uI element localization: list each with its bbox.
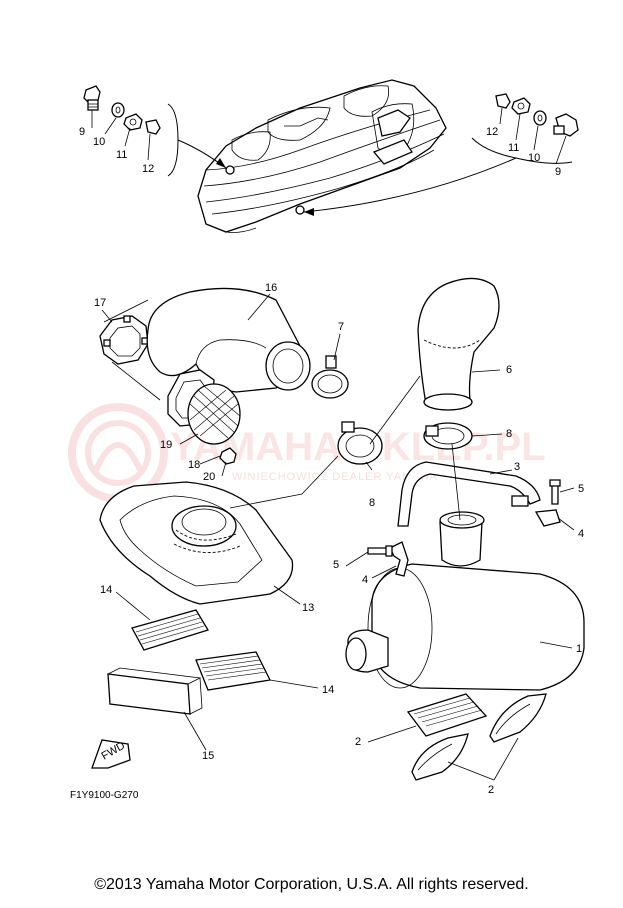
nut-right: [511, 97, 531, 115]
hose-clamp-7: [311, 355, 349, 399]
callout-14-bottom: 14: [322, 684, 334, 696]
callout-5-left: 5: [333, 559, 339, 571]
nut-left: [123, 113, 143, 131]
clip-right: [495, 93, 511, 109]
sponge-block: [107, 667, 203, 715]
callout-9-right: 9: [555, 166, 561, 178]
callout-17: 17: [94, 297, 106, 309]
fwd-arrow-icon: FWD: [91, 739, 131, 769]
callout-10-left: 10: [93, 136, 105, 148]
callout-3: 3: [514, 461, 520, 473]
callout-11-left: 11: [116, 149, 127, 161]
drain-plug-right: [553, 113, 579, 137]
callout-13: 13: [302, 602, 314, 614]
callout-7: 7: [338, 321, 344, 333]
bolt-upper: [549, 479, 561, 505]
cover-ring: [99, 315, 149, 365]
clip-left: [145, 119, 161, 135]
callout-18: 18: [188, 459, 200, 471]
right-leader-arrow: [304, 208, 314, 216]
right-group-bracket: [471, 137, 573, 164]
callout-9-left: 9: [79, 126, 85, 138]
heat-pad: [406, 693, 488, 737]
heat-shield-1: [489, 693, 547, 743]
watermark-subline: WINIECHOWICZ DEALER YAMAHA: [232, 471, 438, 483]
callout-19: 19: [160, 439, 172, 451]
washer-left-hole: [115, 106, 121, 114]
callout-14-top: 14: [100, 584, 112, 596]
callout-12-right: 12: [486, 126, 498, 138]
left-leader-arrow: [216, 158, 226, 168]
callout-15: 15: [202, 750, 214, 762]
washer-right: [533, 110, 547, 126]
strap: [397, 461, 541, 527]
drain-plug-left: [83, 85, 101, 111]
callout-5-right: 5: [578, 483, 584, 495]
muffler-tank: [345, 511, 585, 691]
bracket-lower: [389, 541, 409, 577]
hose-clamp-8a: [337, 421, 383, 465]
diagram-code: F1Y9100-G270: [70, 790, 139, 801]
leader-lines: [91, 107, 575, 781]
watercraft-hull: [197, 79, 447, 233]
copyright-notice: ©2013 Yamaha Motor Corporation, U.S.A. A…: [94, 876, 529, 893]
callout-2-bottom: 2: [488, 784, 494, 796]
callout-4-right: 4: [578, 528, 584, 540]
washer-left: [111, 102, 125, 118]
callout-1: 1: [576, 643, 582, 655]
callout-12-left: 12: [142, 163, 154, 175]
filter-pad-2: [195, 651, 271, 691]
bolt-lower: [367, 545, 393, 557]
callout-2-left: 2: [355, 736, 361, 748]
callout-labels: 9 10 11 12 12 11 10 9 16 17 7 6 8 19 18 …: [79, 126, 584, 796]
callout-8-left: 8: [369, 497, 375, 509]
filter-pad-1: [131, 609, 209, 651]
callout-11-right: 11: [508, 142, 519, 154]
callout-8-right: 8: [506, 428, 512, 440]
heat-shield-2: [411, 733, 469, 781]
callout-20: 20: [203, 471, 215, 483]
bracket-upper: [534, 509, 561, 527]
washer-right-hole: [537, 114, 543, 122]
right-leader: [303, 157, 517, 213]
left-group-bracket: [167, 103, 179, 177]
flame-arrester-screen: [187, 383, 241, 445]
small-bolt: [219, 447, 237, 465]
callout-6: 6: [506, 364, 512, 376]
callout-10-right: 10: [528, 152, 540, 164]
callout-16: 16: [265, 282, 277, 294]
callout-4-left: 4: [362, 574, 368, 586]
airbox: [99, 481, 294, 605]
rubber-hose: [417, 277, 500, 411]
hose-clamp-8b: [423, 422, 473, 450]
intake-duct: [146, 287, 311, 393]
